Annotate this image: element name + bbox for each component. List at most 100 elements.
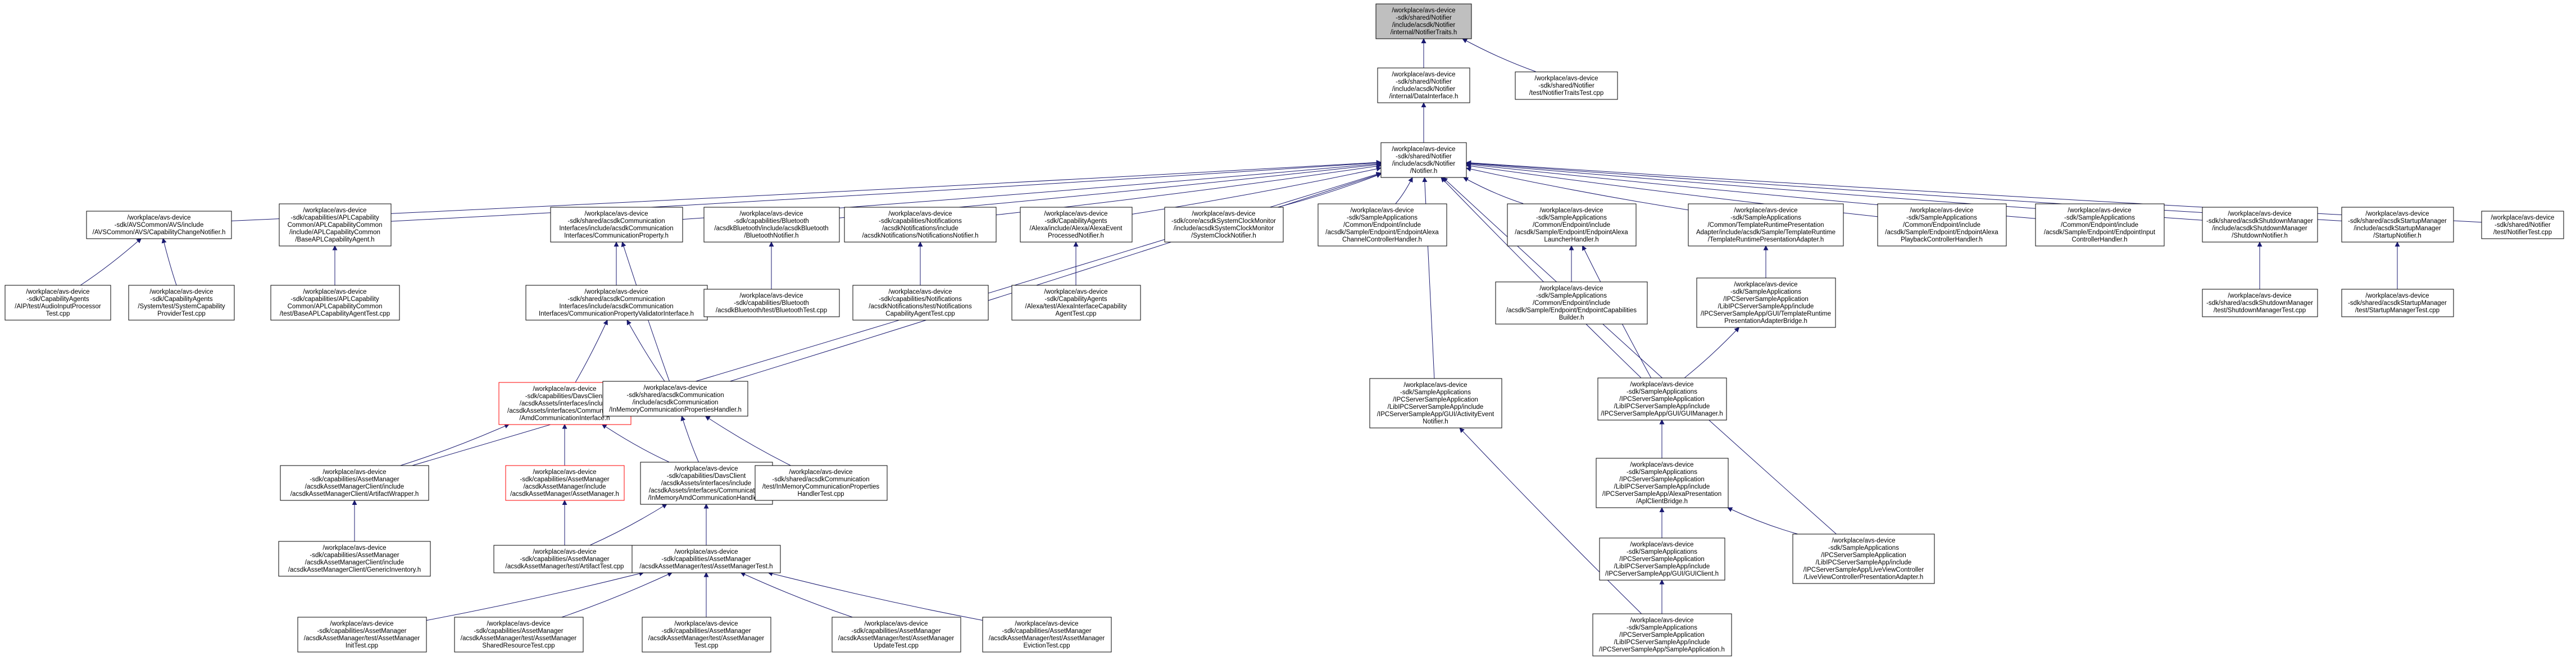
node-box [1515,71,1618,100]
graph-node[interactable]: /workplace/avs-device-sdk/shared/Notifie… [1380,142,1467,178]
node-label-line: /IPCServerSampleApplication [1393,396,1478,403]
graph-node[interactable]: /workplace/avs-device-sdk/capabilities/A… [280,465,429,501]
node-label-line: -sdk/core/acsdkSystemClockMonitor [1171,218,1276,225]
node-label-line: /workplace/avs-device [1044,211,1107,217]
graph-node[interactable]: /workplace/avs-device-sdk/SampleApplicat… [1592,613,1732,657]
node-label-line: /workplace/avs-device [739,293,803,299]
graph-node[interactable]: /workplace/avs-device-sdk/SampleApplicat… [1597,377,1727,421]
node-label-line: /workplace/avs-device [1910,207,1973,214]
node-label-line: /IPCServerSampleApp/GUI/ActivityEvent [1377,411,1494,418]
node-label-line: Builder.h [1559,314,1584,321]
graph-node[interactable]: /workplace/avs-device-sdk/SampleApplicat… [1688,203,1844,247]
graph-node[interactable]: /workplace/avs-device-sdk/SampleApplicat… [1317,203,1447,247]
node-label-line: Common/APLCapabilityCommon [288,222,383,229]
node-label-line: EvictionTest.cpp [1023,642,1070,649]
node-label-line: -sdk/SampleApplications [1400,389,1471,396]
graph-node[interactable]: /workplace/avs-device-sdk/capabilities/A… [270,285,400,321]
graph-node[interactable]: /workplace/avs-device-sdk/shared/acsdkCo… [550,207,683,243]
node-label-line: Interfaces/include/acsdkCommunication [559,225,673,232]
graph-node[interactable]: /workplace/avs-device-sdk/capabilities/B… [703,289,840,317]
graph-node[interactable]: /workplace/avs-device-sdk/capabilities/N… [852,285,989,321]
graph-node[interactable]: /workplace/avs-device-sdk/CapabilityAgen… [128,285,235,321]
graph-node[interactable]: /workplace/avs-device-sdk/shared/acsdkCo… [755,465,888,501]
node-label-line: /AIP/test/AudioInputProcessor [15,303,101,310]
node-label-line: /InMemoryAmdCommunicationHandler.h [648,495,764,502]
node-label-line: -sdk/capabilities/APLCapability [290,215,379,221]
graph-node[interactable]: /workplace/avs-device-sdk/shared/Notifie… [1515,71,1618,100]
graph-node[interactable]: /workplace/avs-device-sdk/capabilities/A… [278,541,431,577]
node-label-line: /IPCServerSampleApp/GUI/TemplateRuntime [1701,311,1831,317]
graph-node[interactable]: /workplace/avs-device-sdk/capabilities/A… [642,617,771,653]
graph-node[interactable]: /workplace/avs-device-sdk/SampleApplicat… [1877,203,2007,247]
node-label-line: SharedResourceTest.cpp [482,642,555,649]
graph-node[interactable]: /workplace/avs-device-sdk/SampleApplicat… [1369,378,1502,428]
node-label-line: ChannelControllerHandler.h [1342,236,1422,243]
node-label-line: /acsdkAssetManager/test/AssetManager [838,635,955,642]
graph-node[interactable]: /workplace/avs-device-sdk/AVSCommon/AVS/… [86,211,232,239]
graph-node[interactable]: /workplace/avs-device-sdk/shared/acsdkCo… [525,285,708,321]
node-label-line: /workplace/avs-device [1832,537,1895,544]
node-label-line: -sdk/capabilities/AssetManager [520,476,609,483]
graph-node[interactable]: /workplace/avs-device-sdk/SampleApplicat… [1696,277,1836,328]
node-label-line: -sdk/capabilities/DavsClient [525,393,605,400]
graph-node[interactable]: /workplace/avs-device-sdk/capabilities/A… [631,545,781,573]
graph-node[interactable]: /workplace/avs-device-sdk/shared/acsdkSt… [2341,289,2454,317]
graph-node[interactable]: /workplace/avs-device-sdk/capabilities/B… [703,207,840,243]
node-label-line: /acsdkAssetManager/include [523,484,606,490]
node-label-line: /workplace/avs-device [26,289,89,295]
node-box [982,617,1112,653]
graph-node[interactable]: /workplace/avs-device-sdk/SampleApplicat… [1599,537,1725,581]
node-label-line: /workplace/avs-device [1403,382,1467,389]
node-box [602,381,748,417]
graph-node[interactable]: /workplace/avs-device-sdk/capabilities/A… [279,203,392,247]
node-box [631,545,781,573]
graph-node[interactable]: /workplace/avs-device-sdk/capabilities/A… [505,465,625,501]
node-label-line: -sdk/shared/acsdkCommunication [772,476,869,483]
graph-node[interactable]: /workplace/avs-device-sdk/shared/acsdkSh… [2202,289,2318,317]
graph-node[interactable]: /workplace/avs-device-sdk/CapabilityAgen… [1011,285,1141,321]
graph-node[interactable]: /workplace/avs-device-sdk/shared/Notifie… [2481,211,2564,239]
node-label-line: -sdk/SampleApplications [1906,215,1977,221]
node-label-line: /LibIPCServerSampleApp/include [1614,484,1710,490]
node-label-line: /acsdkAssetManager/test/AssetManager [304,635,420,642]
node-box [493,545,636,573]
node-label-line: /SystemClockNotifier.h [1191,233,1256,239]
graph-node[interactable]: /workplace/avs-device-sdk/shared/Notifie… [1377,67,1470,103]
node-label-line: /workplace/avs-device [739,211,803,217]
graph-node[interactable]: /workplace/avs-device-sdk/CapabilityAgen… [4,285,111,321]
graph-node[interactable]: /workplace/avs-device-sdk/capabilities/N… [844,207,997,243]
graph-node[interactable]: /workplace/avs-device-sdk/capabilities/A… [982,617,1112,653]
graph-node[interactable]: /workplace/avs-device-sdk/core/acsdkSyst… [1164,207,1284,243]
node-label-line: /workplace/avs-device [2228,211,2291,217]
node-label-line: /acsdkNotifications/NotificationsNotifie… [862,233,978,239]
node-label-line: ProcessedNotifier.h [1048,233,1104,239]
graph-node[interactable]: /workplace/avs-device-sdk/capabilities/A… [297,617,427,653]
node-label-line: -sdk/shared/acsdkCommunication [567,218,665,225]
graph-node[interactable]: /workplace/avs-device-sdk/capabilities/D… [640,462,773,505]
node-label-line: /acsdk/Sample/Endpoint/EndpointInput [2044,229,2156,236]
graph-node[interactable]: /workplace/avs-device-sdk/SampleApplicat… [1792,534,1935,584]
graph-node[interactable]: /workplace/avs-device-sdk/shared/acsdkCo… [602,381,748,417]
node-box [1020,207,1133,243]
graph-node[interactable]: /workplace/avs-device-sdk/shared/acsdkSt… [2341,207,2454,243]
graph-node[interactable]: /workplace/avs-device-sdk/SampleApplicat… [2035,203,2165,247]
node-label-line: /workplace/avs-device [1734,281,1797,288]
graph-node[interactable]: /workplace/avs-device-sdk/CapabilityAgen… [1020,207,1133,243]
node-label-line: /workplace/avs-device [888,289,952,295]
node-box [454,617,584,653]
node-box [844,207,997,243]
node-label-line: /acsdkAssetManager/test/ArtifactTest.cpp [506,563,624,570]
node-label-line: /acsdkAssetManagerClient/ArtifactWrapper… [290,491,419,498]
node-label-line: /workplace/avs-device [1350,207,1414,214]
graph-node[interactable]: /workplace/avs-device-sdk/shared/acsdkSh… [2202,207,2318,243]
graph-node[interactable]: /workplace/avs-device-sdk/capabilities/A… [832,617,961,653]
graph-node[interactable]: /workplace/avs-device-sdk/SampleApplicat… [1495,281,1648,325]
graph-node[interactable]: /workplace/avs-device-sdk/SampleApplicat… [1507,203,1637,247]
node-label-line: /include/acsdk/Notifier [1392,86,1456,93]
node-label-line: -sdk/shared/acsdkShutdownManager [2206,300,2313,307]
graph-node[interactable]: /workplace/avs-device-sdk/capabilities/A… [493,545,636,573]
graph-node[interactable]: /workplace/avs-device-sdk/capabilities/A… [454,617,584,653]
node-box [4,285,111,321]
graph-node[interactable]: /workplace/avs-device-sdk/SampleApplicat… [1596,458,1729,508]
